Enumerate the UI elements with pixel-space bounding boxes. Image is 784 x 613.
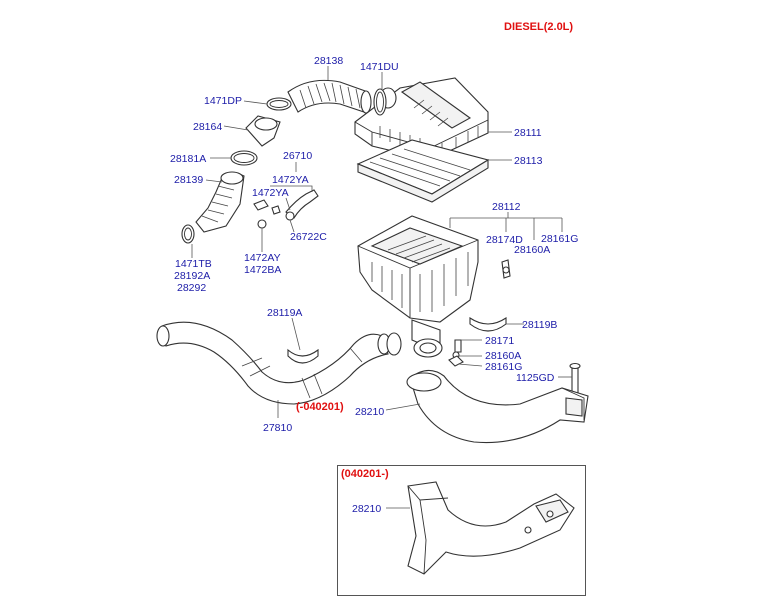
label-27810[interactable]: 27810 <box>263 422 293 434</box>
hardware-bolts <box>448 259 581 399</box>
leader-lines <box>191 66 572 509</box>
label-28292[interactable]: 28292 <box>177 282 207 294</box>
label-28111[interactable]: 28111 <box>514 127 542 139</box>
air-duct-28210-inset <box>407 481 575 575</box>
label-1471dp[interactable]: 1471DP <box>204 95 242 107</box>
label-28119a[interactable]: 28119A <box>267 307 303 319</box>
label-28164[interactable]: 28164 <box>193 121 223 133</box>
resonator-28164 <box>245 115 281 147</box>
label-28139[interactable]: 28139 <box>174 174 204 186</box>
intake-hose-27810 <box>156 321 402 405</box>
label-28113[interactable]: 28113 <box>514 155 543 167</box>
label-1472ay[interactable]: 1472AY <box>244 252 281 264</box>
clamp-28119a <box>287 348 319 364</box>
label-28119b[interactable]: 28119B <box>522 319 558 331</box>
label-28160a-top[interactable]: 28160A <box>514 244 551 256</box>
label-28161g-top[interactable]: 28161G <box>541 233 579 245</box>
label-28210-inset[interactable]: 28210 <box>352 503 382 515</box>
label-28112[interactable]: 28112 <box>492 201 521 213</box>
label-1472ya-b[interactable]: 1472YA <box>252 187 289 199</box>
label-28210[interactable]: 28210 <box>355 406 385 418</box>
clamp-1471tb <box>181 224 195 244</box>
label-26722c[interactable]: 26722C <box>290 231 327 243</box>
label-28160a-bot[interactable]: 28160A <box>485 350 522 362</box>
bracket-28119b <box>469 316 507 332</box>
label-1471du[interactable]: 1471DU <box>360 61 399 73</box>
label-1472ya-a[interactable]: 1472YA <box>272 174 309 186</box>
label-28174d[interactable]: 28174D <box>486 234 523 246</box>
label-28171[interactable]: 28171 <box>485 335 515 347</box>
note-from-040201: (040201-) <box>341 468 389 480</box>
air-filter-element <box>356 139 490 203</box>
label-1125gd[interactable]: 1125GD <box>516 372 555 384</box>
label-28181a[interactable]: 28181A <box>170 153 207 165</box>
inset-box-from-040201: (040201-) <box>337 465 586 596</box>
clip-1472ya <box>253 199 269 211</box>
air-duct-28138 <box>287 79 372 114</box>
label-1472ba[interactable]: 1472BA <box>244 264 282 276</box>
air-cleaner-body <box>357 215 479 358</box>
clip-1472ay <box>257 219 267 229</box>
clamp-1471du <box>373 88 387 116</box>
label-28138[interactable]: 28138 <box>314 55 344 67</box>
breather-hose-26710 <box>285 189 319 221</box>
label-28192a[interactable]: 28192A <box>174 270 211 282</box>
clamp-1471dp <box>266 97 292 111</box>
label-26710[interactable]: 26710 <box>283 150 313 162</box>
air-duct-28210 <box>406 369 589 444</box>
label-1471tb[interactable]: 1471TB <box>175 258 212 270</box>
note-upto-040201: (-040201) <box>296 401 344 413</box>
label-28161g-bot[interactable]: 28161G <box>485 361 523 373</box>
intake-hose-28139 <box>195 171 245 233</box>
variant-title: DIESEL(2.0L) <box>504 21 574 33</box>
